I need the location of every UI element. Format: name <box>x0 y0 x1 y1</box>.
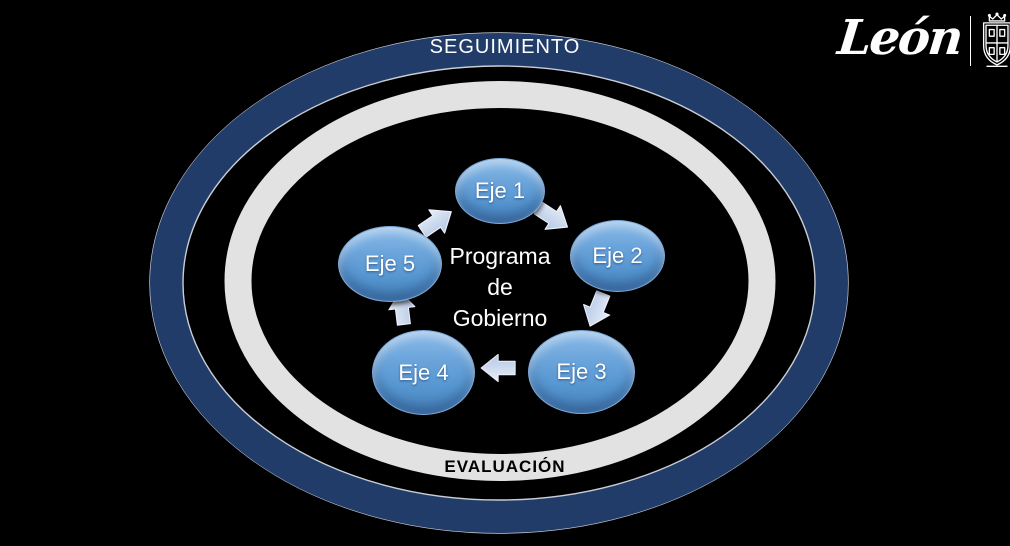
leon-logo: León <box>835 4 1010 72</box>
cycle-node-label: Eje 5 <box>364 251 416 276</box>
center-caption-line-3: Gobierno <box>452 305 548 331</box>
cycle-node-eje-5: Eje 5 <box>338 226 442 302</box>
cycle-node-label: Eje 1 <box>474 178 526 203</box>
ring-label-seguimiento: SEGUIMIENTO <box>429 36 581 58</box>
leon-logo-text: León <box>835 10 965 66</box>
cycle-node-eje-2: Eje 2 <box>570 220 665 292</box>
evaluacion-ring <box>224 81 776 481</box>
cycle-node-eje-4: Eje 4 <box>372 330 475 415</box>
cycle-node-label: Eje 4 <box>398 359 449 385</box>
center-caption: Programa de Gobierno <box>400 241 600 334</box>
cycle-arrow-eje3-to-eje4 <box>480 353 516 383</box>
cycle-arrow-eje5-to-eje1 <box>417 209 452 238</box>
cycle-arrow-eje1-to-eje2 <box>533 201 569 230</box>
leon-crest-icon <box>983 12 1010 67</box>
center-caption-line-2: de <box>487 274 513 300</box>
ring-label-evaluacion: EVALUACIÓN <box>444 457 566 476</box>
cycle-node-eje-1: Eje 1 <box>455 158 545 224</box>
outer-ring-outline-inner <box>182 65 816 501</box>
seguimiento-ring <box>150 33 848 533</box>
logo-divider <box>970 16 972 66</box>
cycle-node-eje-3: Eje 3 <box>528 330 635 414</box>
center-caption-line-1: Programa <box>449 243 551 269</box>
cycle-arrow-eje2-to-eje3 <box>583 290 611 327</box>
cycle-node-label: Eje 2 <box>592 243 643 268</box>
cycle-node-label: Eje 3 <box>556 359 607 384</box>
